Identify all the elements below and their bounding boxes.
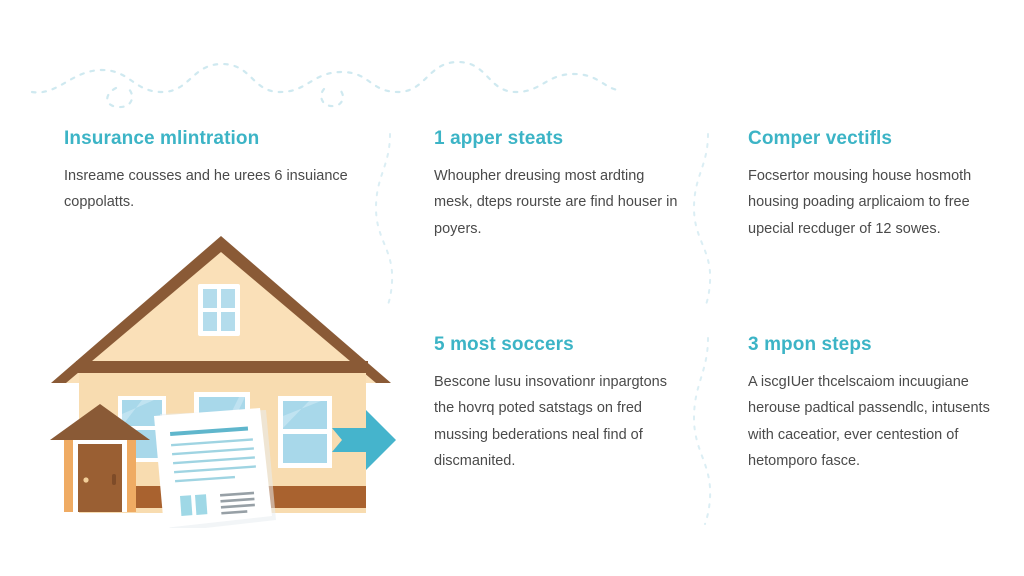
dotted-vertical-wave-divider-2 xyxy=(692,133,712,309)
section-insurance-information: Insurance mlintration Insreame cousses a… xyxy=(64,128,364,216)
document-stamp-1 xyxy=(180,495,193,516)
section-e-heading-text: mpon steps xyxy=(764,334,872,355)
section-d-body: Bescone lusu insovationr inpargtons the … xyxy=(434,373,667,469)
document-barcode xyxy=(220,491,255,515)
insurance-document xyxy=(154,408,276,528)
section-d-heading-text: most soccers xyxy=(450,334,574,355)
section-e-heading: 3 mpon steps xyxy=(748,334,1000,357)
house-illustration xyxy=(50,236,396,528)
section-e-number: 3 xyxy=(748,334,759,355)
section-d-number: 5 xyxy=(434,334,445,355)
section-comparison: Comper vectifls Focsertor mousing house … xyxy=(748,128,998,242)
porch-roof xyxy=(50,404,150,440)
section-c-body: Focsertor mousing house hosmoth housing … xyxy=(748,167,972,237)
section-b-number: 1 xyxy=(434,128,445,149)
section-b-body: Whoupher dreusing most ardting mesk, dte… xyxy=(434,167,678,237)
section-step-5: 5 most soccers Bescone lusu insovationr … xyxy=(434,334,690,474)
section-c-heading: Comper vectifls xyxy=(748,128,893,149)
attic-window xyxy=(198,284,240,336)
section-d-heading: 5 most soccers xyxy=(434,334,690,357)
roof-trim-band xyxy=(76,361,368,373)
door-handle xyxy=(83,477,89,483)
porch xyxy=(50,404,150,512)
section-e-body: A iscgIUer thcelscaiom incuugiane herous… xyxy=(748,373,990,469)
section-a-heading: Insurance mlintration xyxy=(64,128,260,149)
document-page xyxy=(154,408,272,528)
section-step-3: 3 mpon steps A iscgIUer thcelscaiom incu… xyxy=(748,334,1000,474)
dotted-wave-line xyxy=(30,60,620,109)
document-stamp-2 xyxy=(195,494,208,515)
section-step-1: 1 apper steats Whoupher dreusing most ar… xyxy=(434,128,686,242)
section-b-heading: 1 apper steats xyxy=(434,128,686,151)
window-right xyxy=(278,396,332,468)
dotted-vertical-wave-divider-3 xyxy=(692,337,712,525)
right-arrow-icon xyxy=(332,410,396,470)
section-b-heading-text: apper steats xyxy=(450,128,564,149)
section-a-body: Insreame cousses and he urees 6 insuianc… xyxy=(64,167,348,211)
